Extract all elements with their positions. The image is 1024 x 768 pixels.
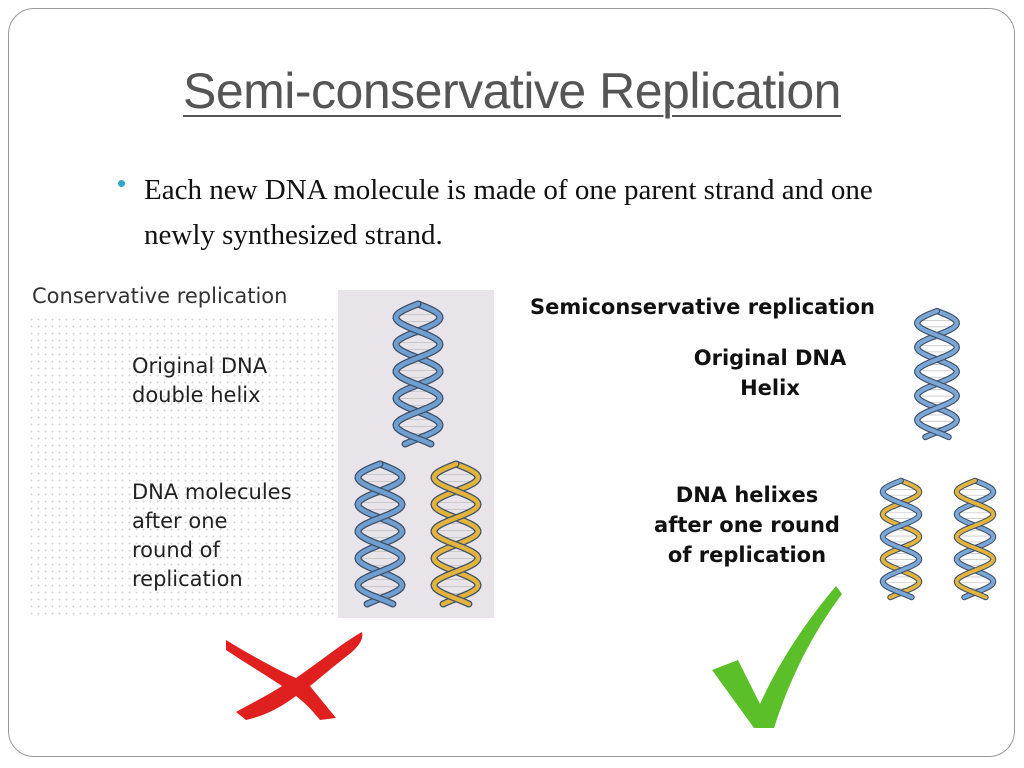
daughter-helix-parent-conservative (354, 460, 406, 608)
red-x-icon (226, 632, 363, 720)
semiconservative-diagram: Semiconservative replication Original DN… (526, 292, 1006, 622)
slide-title: Semi-conservative Replication (182, 63, 842, 119)
semiconservative-after-label: DNA helixes after one round of replicati… (654, 483, 840, 567)
daughter-helix-new-conservative (430, 460, 482, 608)
daughter-helix-left-semiconservative (879, 477, 923, 601)
dotted-background (28, 316, 338, 616)
semiconservative-heading: Semiconservative replication (530, 295, 875, 319)
original-helix-conservative (392, 300, 444, 448)
semiconservative-original-label: Original DNA Helix (693, 346, 847, 400)
bullet-text: Each new DNA molecule is made of one par… (144, 174, 873, 251)
conservative-heading: Conservative replication (32, 284, 288, 308)
conservative-after-label: DNA molecules after one round of replica… (132, 480, 292, 591)
conservative-diagram: Conservative replication Original DNA do… (28, 284, 496, 624)
original-helix-semiconservative (913, 307, 961, 441)
green-check-icon (712, 586, 842, 728)
daughter-helix-right-semiconservative (953, 477, 997, 601)
bullet-marker (118, 180, 125, 187)
conservative-original-label: Original DNA double helix (132, 354, 268, 407)
